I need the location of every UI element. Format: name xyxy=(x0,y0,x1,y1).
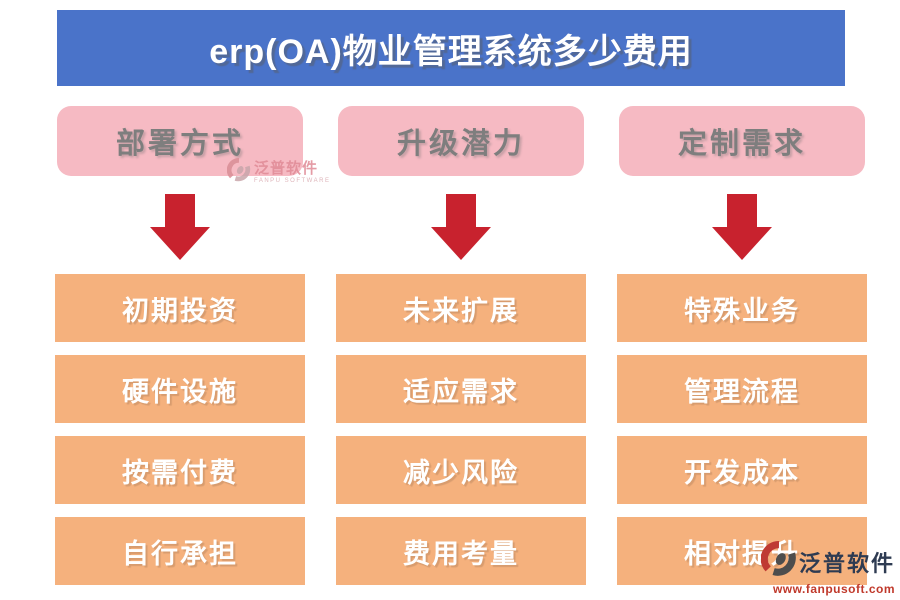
watermark-corner-name: 泛普软件 xyxy=(798,550,895,576)
down-arrow-icon xyxy=(431,194,491,260)
watermark-corner: 泛普软件 www.fanpusoft.com xyxy=(760,541,895,596)
page-title: erp(OA)物业管理系统多少费用 xyxy=(209,32,693,71)
watermark-inline-name: 泛普软件 xyxy=(254,160,319,177)
down-arrow-icon xyxy=(150,194,210,260)
item-box: 未来扩展 xyxy=(336,274,586,342)
watermark-inline: 泛普软件 FANPU SOFTWARE xyxy=(226,158,331,187)
category-header-upgrade: 升级潜力 xyxy=(338,106,584,176)
category-header-customization: 定制需求 xyxy=(619,106,865,176)
column-deployment: 部署方式 初期投资 硬件设施 按需付费 自行承担 xyxy=(55,106,305,598)
arrow-stem xyxy=(727,194,757,227)
watermark-inline-subtitle: FANPU SOFTWARE xyxy=(254,178,331,184)
arrow-head xyxy=(150,227,210,260)
down-arrow-icon xyxy=(712,194,772,260)
page-title-banner: erp(OA)物业管理系统多少费用 xyxy=(57,10,845,86)
arrow-head xyxy=(431,227,491,260)
arrow-stem xyxy=(446,194,476,227)
item-box: 费用考量 xyxy=(336,517,586,585)
item-box: 初期投资 xyxy=(55,274,305,342)
fanpu-logo-icon xyxy=(226,158,251,187)
item-box: 减少风险 xyxy=(336,436,586,504)
arrow-stem xyxy=(165,194,195,227)
fanpu-logo-icon xyxy=(760,541,797,582)
item-box: 管理流程 xyxy=(617,355,867,423)
item-box: 适应需求 xyxy=(336,355,586,423)
watermark-corner-url: www.fanpusoft.com xyxy=(772,582,895,596)
item-box: 硬件设施 xyxy=(55,355,305,423)
item-box: 开发成本 xyxy=(617,436,867,504)
category-header-deployment: 部署方式 xyxy=(57,106,303,176)
arrow-head xyxy=(712,227,772,260)
item-box: 按需付费 xyxy=(55,436,305,504)
column-upgrade: 升级潜力 未来扩展 适应需求 减少风险 费用考量 xyxy=(336,106,586,598)
columns-container: 部署方式 初期投资 硬件设施 按需付费 自行承担 升级潜力 未来扩展 适应需求 … xyxy=(55,106,867,598)
column-customization: 定制需求 特殊业务 管理流程 开发成本 相对提升 xyxy=(617,106,867,598)
item-box: 自行承担 xyxy=(55,517,305,585)
item-box: 特殊业务 xyxy=(617,274,867,342)
